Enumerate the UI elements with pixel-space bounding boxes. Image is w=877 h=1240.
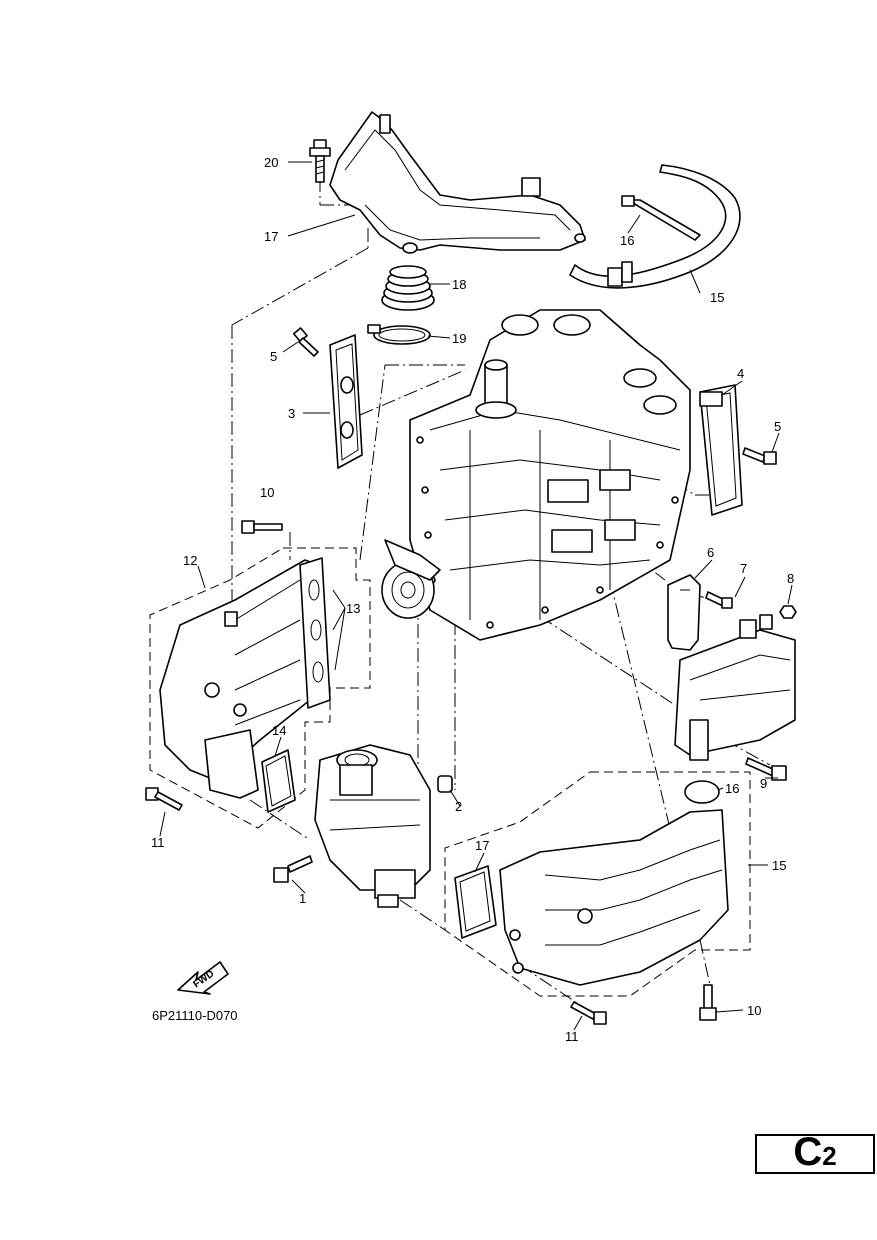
- silencer-cover-part-20: [329, 111, 586, 254]
- callout-11-lower: 11: [565, 1029, 579, 1044]
- callout-4: 4: [737, 366, 744, 381]
- o-ring-part-16: [684, 780, 720, 804]
- callout-21: 18: [452, 277, 466, 292]
- callout-10-upper: 10: [260, 485, 274, 500]
- callout-19: 16: [620, 233, 634, 248]
- bolt-part-11-left: [145, 787, 183, 811]
- callout-14: 14: [272, 723, 286, 738]
- bolt-part-9: [745, 757, 787, 781]
- callout-7: 7: [740, 561, 747, 576]
- callout-12: 12: [183, 553, 197, 568]
- assembly-lines: [231, 178, 771, 1006]
- bolt-part-1: [273, 855, 313, 883]
- hose-clamp-part-22: [367, 324, 431, 345]
- bolt-part-7: [705, 591, 733, 609]
- callout-10-lower: 10: [747, 1003, 761, 1018]
- callout-15: 15: [772, 858, 786, 873]
- intake-manifold-part-15: [499, 809, 729, 986]
- hose-part-18: [569, 164, 741, 289]
- nut-part-8: [779, 605, 797, 619]
- gasket-part-14: [204, 729, 296, 813]
- page-id-number: 2: [822, 1141, 837, 1171]
- fwd-arrow-icon: FWD: [177, 961, 229, 995]
- cable-tie-part-19: [621, 195, 701, 241]
- callout-5-right: 5: [774, 419, 781, 434]
- callout-8: 8: [787, 571, 794, 586]
- callout-1: 1: [299, 891, 306, 906]
- gasket-part-17: [454, 865, 497, 939]
- callout-23: 20: [264, 155, 278, 170]
- callout-labels: 20 17 18 19 16 15 5 3 4 5 10 6 7 8 12 13…: [151, 155, 794, 1044]
- callout-3: 3: [288, 406, 295, 421]
- throttle-body: [314, 744, 431, 908]
- bolt-part-23: [309, 139, 331, 183]
- callout-2: 2: [455, 799, 462, 814]
- callout-16: 16: [725, 781, 739, 796]
- page-id-letter: C: [793, 1130, 823, 1174]
- callout-5-left: 5: [270, 349, 277, 364]
- reed-plate-part-3: [329, 334, 363, 469]
- page-id-badge: C 2: [755, 1130, 875, 1174]
- bolt-part-5-left: [292, 327, 319, 357]
- callout-6: 6: [707, 545, 714, 560]
- bracket-part-6: [667, 574, 701, 651]
- callout-18: 15: [710, 290, 724, 305]
- engine-block: [381, 309, 691, 641]
- bolt-part-5-right: [742, 447, 777, 465]
- callout-13: 13: [346, 601, 360, 616]
- bolt-part-11-lower: [570, 1001, 607, 1025]
- callout-9: 9: [760, 776, 767, 791]
- callout-22: 19: [452, 331, 466, 346]
- drawing-code: 6P21110-D070: [152, 1008, 238, 1023]
- reed-plate-part-4: [699, 384, 743, 516]
- callout-20: 17: [264, 229, 278, 244]
- callout-11-left: 11: [151, 835, 165, 850]
- group-outline-15: [444, 771, 751, 997]
- group-outline-12: [149, 547, 371, 829]
- bellows-part-21: [381, 265, 435, 311]
- ignition-module: [674, 614, 796, 761]
- collar-part-2: [437, 775, 453, 793]
- bolt-part-10-upper: [241, 520, 283, 534]
- intake-manifold-part-12: [159, 559, 319, 781]
- gasket-part-13: [299, 557, 331, 709]
- bolt-part-10-lower: [699, 984, 717, 1021]
- callout-17: 17: [475, 838, 489, 853]
- leader-lines: [159, 161, 793, 1031]
